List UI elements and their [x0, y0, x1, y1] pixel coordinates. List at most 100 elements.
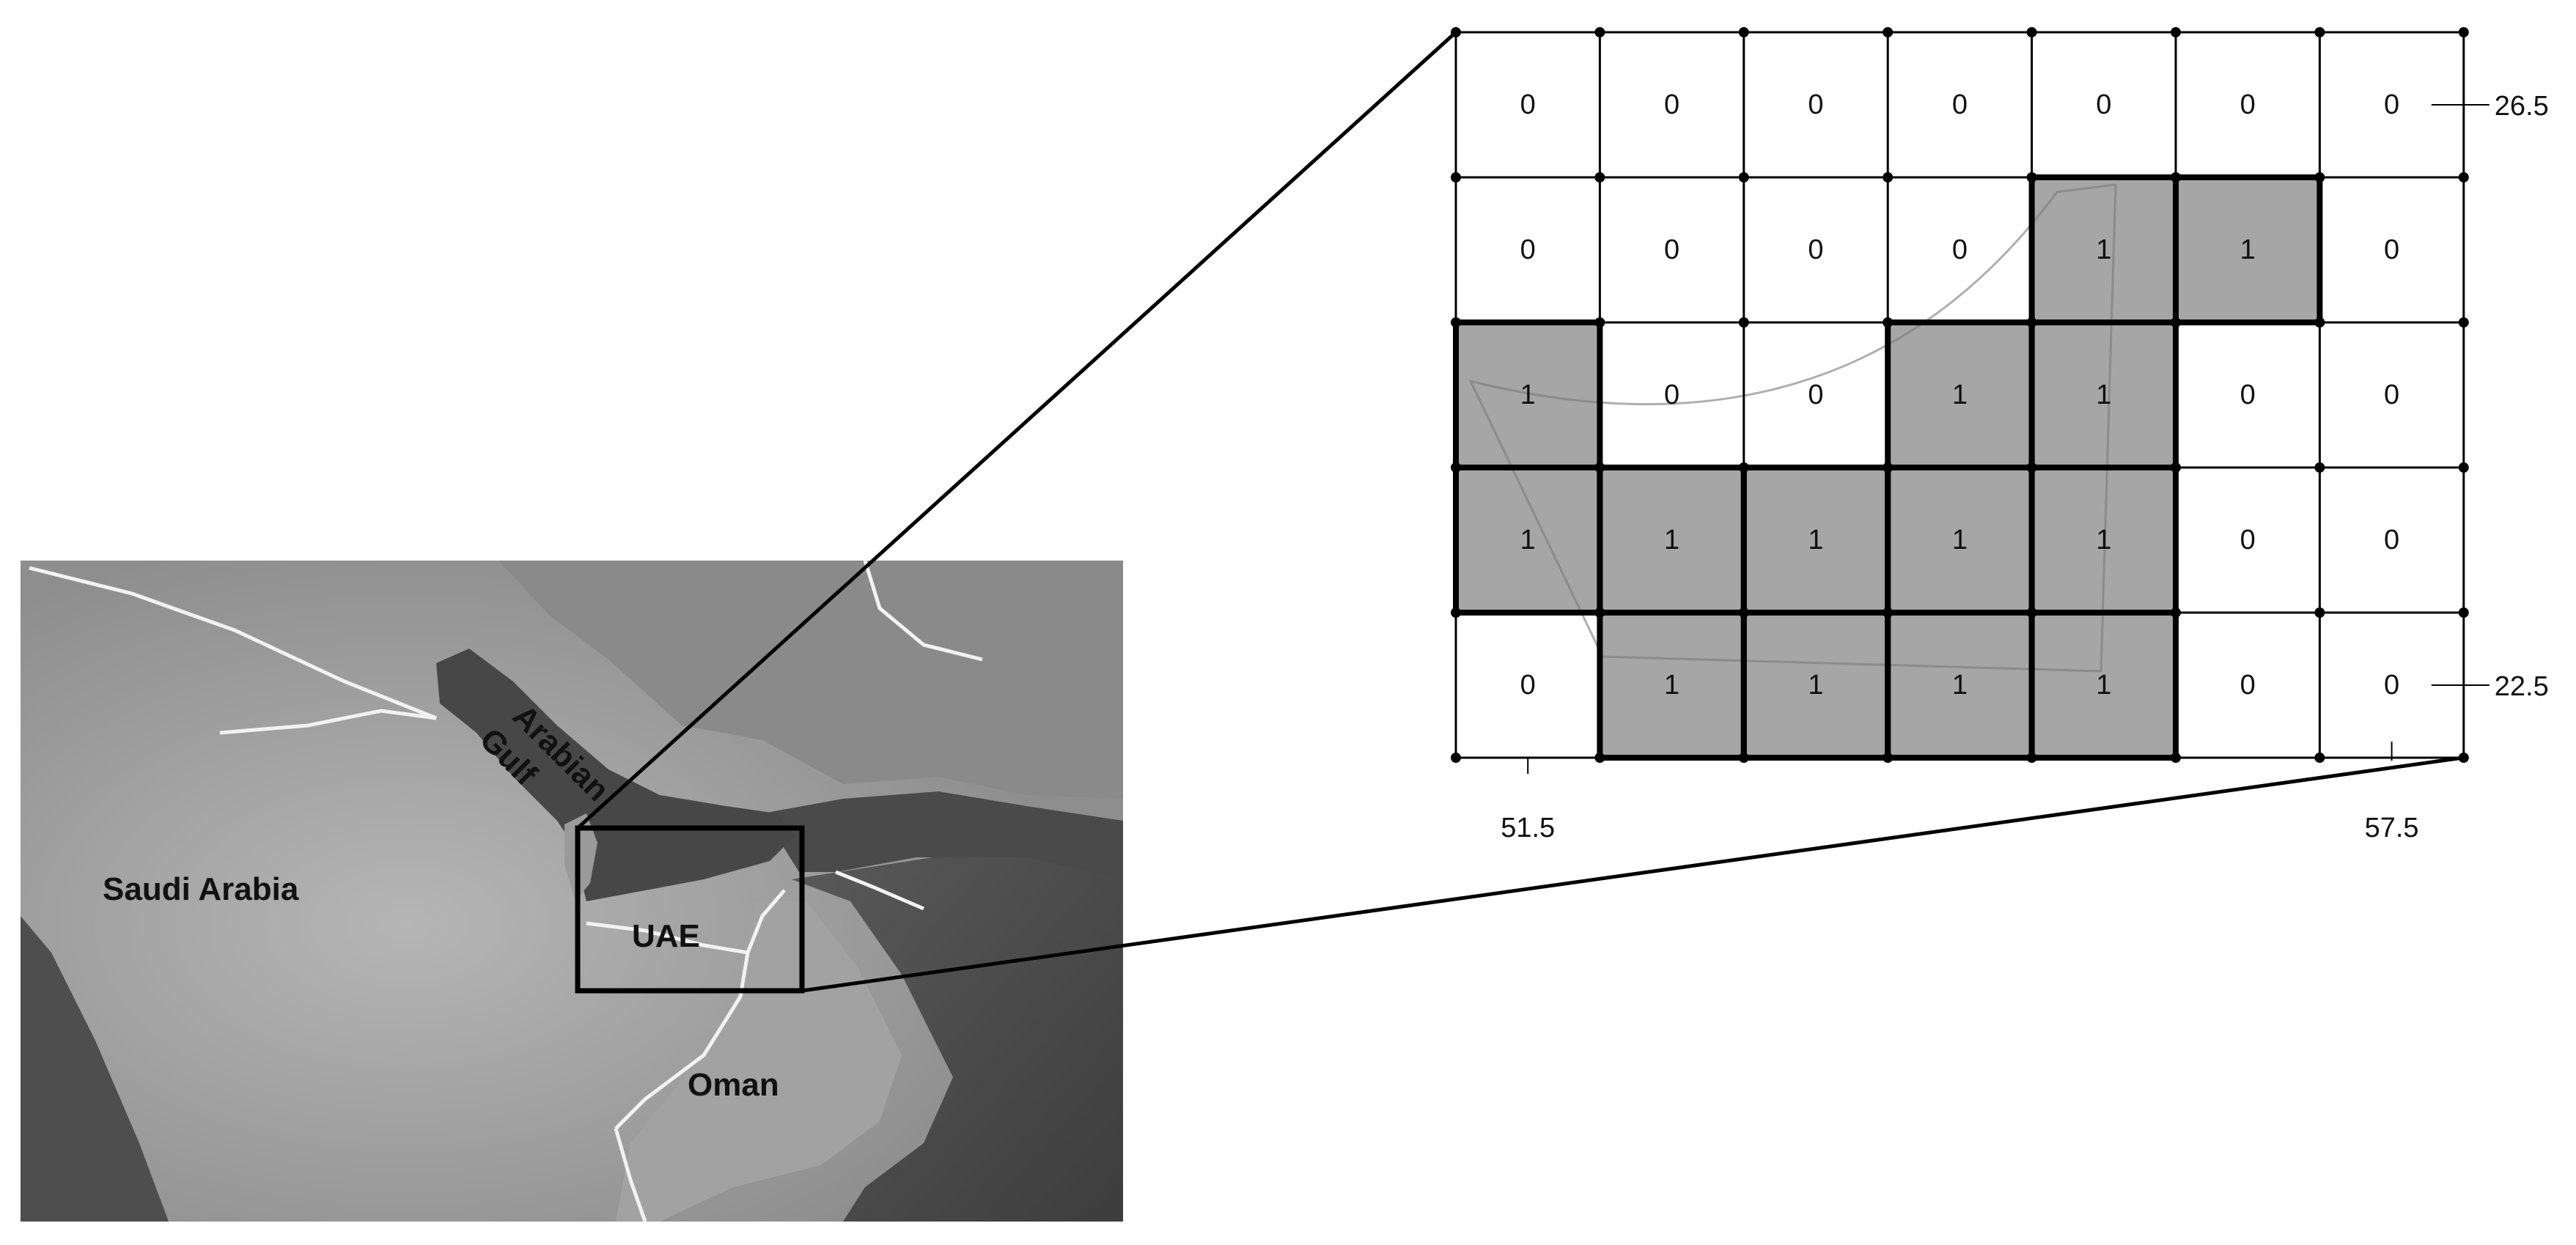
grid-node [1883, 27, 1894, 37]
overview-satellite-map: Arabian Gulf Saudi Arabia UAE Oman [21, 561, 1123, 1222]
grid-node [2458, 753, 2469, 763]
grid-node [2314, 753, 2325, 763]
grid-node [2171, 317, 2181, 328]
grid-cell [1456, 613, 1600, 758]
grid-node [1883, 753, 1894, 763]
grid-node [1738, 753, 1749, 763]
grid-cell-value: 0 [1520, 670, 1536, 701]
grid-cell-value: 1 [2096, 670, 2111, 701]
grid-node [1594, 172, 1605, 182]
grid-cell-value: 0 [2384, 234, 2399, 265]
grid-node [2171, 172, 2181, 182]
grid-cell [2176, 177, 2320, 322]
grid-node [2458, 607, 2469, 618]
grid-cell [2176, 32, 2320, 177]
arabian-sea [792, 843, 1123, 1222]
grid-node [1451, 172, 1461, 182]
grid-cell-value: 1 [2240, 234, 2256, 265]
grid-cell-value: 1 [1952, 670, 1968, 701]
grid-cell [1456, 468, 1600, 613]
grid-cell-value: 1 [1664, 525, 1679, 555]
grid-cell [2319, 177, 2464, 322]
study-area-box [575, 825, 805, 994]
grid-cell-value: 0 [2240, 89, 2256, 120]
grid-cell [2176, 322, 2320, 468]
grid-cell [1743, 322, 1888, 468]
grid-cell-value: 1 [2096, 380, 2111, 410]
grid-node [2171, 462, 2181, 473]
grid-node [2458, 317, 2469, 328]
grid-node [1451, 317, 1461, 328]
grid-cell [1743, 32, 1888, 177]
grid-cell [1888, 468, 2032, 613]
grid-node [1738, 462, 1749, 473]
qatar [564, 813, 597, 901]
grid-cell-value: 1 [2096, 234, 2111, 265]
grid-cell [2176, 468, 2320, 613]
grid-cell-value: 0 [2240, 380, 2256, 410]
grid-node [2026, 607, 2037, 618]
grid-node [1451, 753, 1461, 763]
grid-cell-value: 0 [2384, 380, 2399, 410]
grid-cell-value: 1 [1520, 525, 1536, 555]
map-label-uae: UAE [632, 918, 700, 954]
grid-cell [2319, 322, 2464, 468]
grid-cell-value: 0 [1520, 89, 1536, 120]
grid-cell [1600, 177, 1744, 322]
grid-node [2314, 607, 2325, 618]
grid-cell [1600, 32, 1744, 177]
grid-cell [1456, 177, 1600, 322]
grid-cell-value: 0 [1952, 234, 1968, 265]
land-cell-border [2173, 174, 2323, 325]
oman-terrain [616, 901, 902, 1222]
grid-cell-value: 1 [1952, 380, 1968, 410]
grid-cell [1888, 32, 2032, 177]
grid-node [1738, 607, 1749, 618]
grid-node [1594, 27, 1605, 37]
grid-node [2314, 317, 2325, 328]
grid-cell-value: 0 [1952, 89, 1968, 120]
grid-cell-value: 0 [1808, 89, 1823, 120]
grid-cell [1600, 322, 1744, 468]
grid-cell-value: 0 [2240, 525, 2256, 555]
land-cell-border [2028, 610, 2179, 761]
grid-node [1738, 172, 1749, 182]
grid-node [1738, 27, 1749, 37]
grid-cell-value: 1 [1664, 670, 1679, 701]
grid-node [2171, 27, 2181, 37]
grid-cell [1743, 613, 1888, 758]
grid-node [1738, 317, 1749, 328]
grid-cell [1456, 32, 1600, 177]
grid-cell-value: 0 [1808, 234, 1823, 265]
grid-cell-value: 1 [1952, 525, 1968, 555]
grid-node [2314, 27, 2325, 37]
grid-cell-value: 0 [2096, 89, 2111, 120]
grid-cell-value: 1 [2096, 525, 2111, 555]
grid-node [1451, 462, 1461, 473]
arabian-gulf [436, 649, 795, 901]
grid-cell [2031, 322, 2176, 468]
grid-cell-value: 0 [1520, 234, 1536, 265]
grid-cell-value: 0 [1664, 380, 1679, 410]
map-label-saudi-arabia: Saudi Arabia [103, 871, 299, 907]
grid-node [1883, 607, 1894, 618]
grid-node [2026, 317, 2037, 328]
red-sea [21, 916, 169, 1222]
grid-cell [1888, 613, 2032, 758]
zoom-line-bottom [801, 755, 2469, 993]
lon-label-left: 51.5 [1501, 813, 1555, 843]
grid-node [1451, 607, 1461, 618]
zoom-line-top [576, 31, 1457, 830]
grid-node [1594, 753, 1605, 763]
grid-node [2458, 172, 2469, 182]
grid-cell-value: 0 [2384, 670, 2399, 701]
grid-cell [1743, 468, 1888, 613]
grid-cell-value: 0 [2384, 525, 2399, 555]
lat-label-top: 26.5 [2495, 91, 2549, 122]
uae-outline-trace [1468, 183, 2117, 673]
grid-node [1594, 607, 1605, 618]
grid-node [1883, 462, 1894, 473]
grid-cell [1888, 322, 2032, 468]
grid-cell [2319, 468, 2464, 613]
